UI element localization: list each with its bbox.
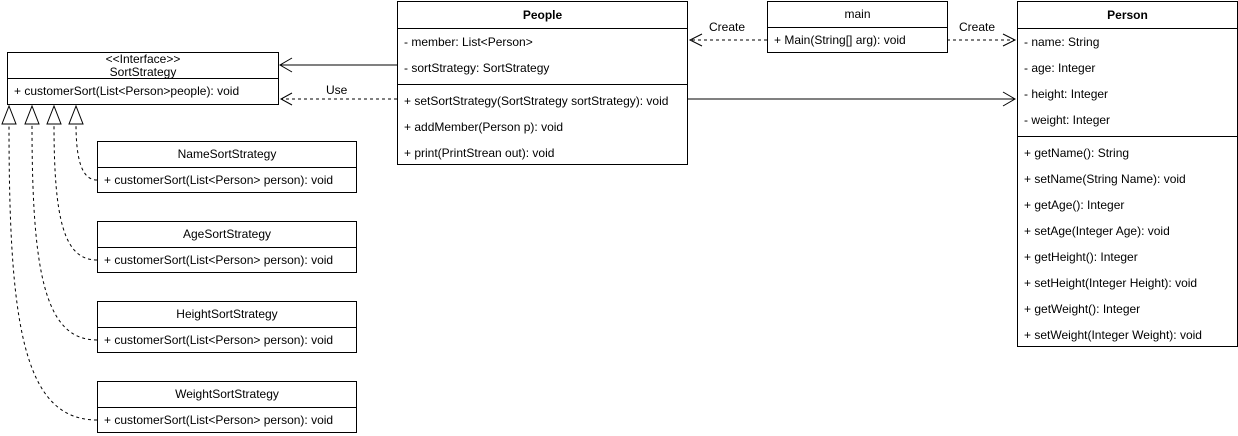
attribute-line: - height: Integer (1024, 87, 1109, 101)
method-line: + customerSort(List<Person> person): voi… (104, 333, 334, 347)
realization-weight-sort (8, 123, 98, 421)
methods-section: + getName(): String + setName(String Nam… (1018, 136, 1237, 347)
class-header: WeightSortStrategy (98, 382, 356, 408)
class-name: WeightSortStrategy (175, 387, 279, 401)
method-line: + setSortStrategy(SortStrategy sortStrat… (404, 94, 669, 108)
main-class-box[interactable]: main + Main(String[] arg): void (767, 1, 948, 53)
stereotype-label: <<Interface>> (105, 51, 181, 66)
attribute-line: - name: String (1024, 35, 1100, 49)
methods-section: + customerSort(List<Person> person): voi… (98, 168, 356, 192)
attribute-line: - weight: Integer (1024, 113, 1111, 127)
dependency-create-people-arrowhead (688, 33, 703, 47)
method-line: + customerSort(List<Person> person): voi… (104, 173, 334, 187)
association-person-arrowhead (1002, 91, 1016, 107)
class-header: main (768, 2, 947, 28)
method-line: + setAge(Integer Age): void (1024, 224, 1170, 238)
attributes-section: - name: String - age: Integer - height: … (1018, 29, 1237, 136)
realization-triangle-age (46, 104, 62, 125)
class-name: People (522, 7, 563, 22)
agesortstrategy-class-box[interactable]: AgeSortStrategy + customerSort(List<Pers… (97, 221, 357, 273)
methods-section: + Main(String[] arg): void (768, 28, 947, 52)
realization-name-sort (75, 123, 98, 181)
method-line: + customerSort(List<Person> person): voi… (104, 413, 334, 427)
class-header: Person (1018, 2, 1237, 29)
dependency-create-person-arrowhead (1002, 33, 1017, 47)
sortstrategy-header: <<Interface>> SortStrategy (8, 51, 278, 79)
class-name: NameSortStrategy (177, 147, 277, 161)
realization-height-sort (31, 123, 98, 341)
person-class-box[interactable]: Person - name: String - age: Integer - h… (1017, 1, 1238, 347)
sortstrategy-interface-box[interactable]: <<Interface>> SortStrategy + customerSor… (7, 52, 279, 105)
method-line: + getWeight(): Integer (1024, 302, 1141, 316)
class-name: HeightSortStrategy (176, 307, 278, 321)
class-name: SortStrategy (109, 64, 177, 79)
attribute-line: - member: List<Person> (404, 35, 533, 49)
realization-triangle-weight (1, 104, 17, 125)
method-line: + setWeight(Integer Weight): void (1024, 328, 1202, 342)
class-name: Person (1107, 7, 1148, 22)
method-line: + getName(): String (1024, 146, 1130, 160)
methods-section: + customerSort(List<Person> person): voi… (98, 328, 356, 352)
method-line: + addMember(Person p): void (404, 120, 564, 134)
realization-age-sort (53, 123, 98, 261)
class-name: AgeSortStrategy (182, 227, 272, 241)
method-line: + customerSort(List<Person> person): voi… (104, 253, 334, 267)
method-line: + customerSort(List<Person>people): void (14, 84, 240, 98)
method-line: + setName(String Name): void (1024, 172, 1186, 186)
methods-section: + setSortStrategy(SortStrategy sortStrat… (398, 84, 687, 165)
method-line: + setHeight(Integer Height): void (1024, 276, 1198, 290)
class-name: main (844, 7, 871, 21)
create-label-person: Create (959, 20, 996, 34)
methods-section: + customerSort(List<Person>people): void (8, 79, 278, 104)
people-class-box[interactable]: People - member: List<Person> - sortStra… (397, 1, 688, 165)
attribute-line: - sortStrategy: SortStrategy (404, 61, 550, 75)
dependency-use-arrowhead (279, 92, 293, 106)
attribute-line: - age: Integer (1024, 61, 1096, 75)
namesortstrategy-class-box[interactable]: NameSortStrategy + customerSort(List<Per… (97, 141, 357, 193)
association-arrowhead (279, 57, 293, 73)
use-label: Use (326, 83, 348, 97)
methods-section: + customerSort(List<Person> person): voi… (98, 408, 356, 432)
method-line: + Main(String[] arg): void (774, 33, 906, 47)
class-header: NameSortStrategy (98, 142, 356, 168)
attributes-section: - member: List<Person> - sortStrategy: S… (398, 29, 687, 84)
heightsortstrategy-class-box[interactable]: HeightSortStrategy + customerSort(List<P… (97, 301, 357, 353)
class-header: AgeSortStrategy (98, 222, 356, 248)
weightsortstrategy-class-box[interactable]: WeightSortStrategy + customerSort(List<P… (97, 381, 357, 433)
create-label-people: Create (709, 20, 746, 34)
method-line: + getHeight(): Integer (1024, 250, 1138, 264)
class-header: People (398, 2, 687, 29)
method-line: + getAge(): Integer (1024, 198, 1125, 212)
class-header: HeightSortStrategy (98, 302, 356, 328)
method-line: + print(PrintStrean out): void (404, 146, 555, 160)
realization-triangle-name (68, 104, 84, 125)
realization-triangle-height (24, 104, 40, 125)
methods-section: + customerSort(List<Person> person): voi… (98, 248, 356, 272)
